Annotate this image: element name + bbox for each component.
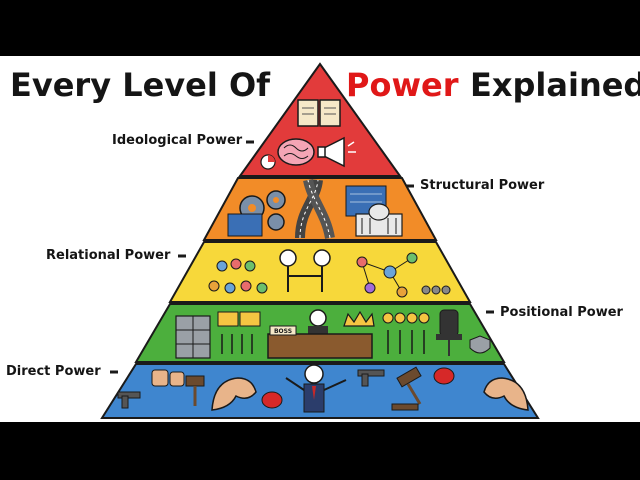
pie-chart-icon [260,154,276,170]
title-part2: Explained [470,66,640,104]
crown-icon [343,310,375,327]
people-group-icon [208,258,268,294]
book-icon [297,99,341,127]
crowd-icon [421,285,451,295]
medals-icon [382,312,430,354]
label-relational-power: Relational Power [46,248,171,263]
handshake-icon [279,249,331,292]
label-positional-power: Positional Power [500,305,623,320]
roads-icon [295,178,335,240]
boss-desk-icon: BOSS [267,309,373,359]
flexed-arm-icon [211,377,529,411]
boxing-glove-icon [261,367,455,409]
title-part1: Every Level Of [10,66,271,104]
thumbs-down-icon [151,369,185,387]
filing-cabinet-icon [175,315,211,359]
megaphone-icon [317,136,356,168]
folder-icon [217,311,261,354]
title-highlight: Power [346,66,459,104]
government-building-icon [355,203,403,237]
svg-text:BOSS: BOSS [274,328,292,335]
network-icon [356,252,418,298]
hammer-icon [185,375,205,406]
office-chair-icon [436,309,462,356]
gavel-icon [391,366,422,411]
shield-icon [469,335,491,354]
brain-icon [277,138,315,166]
label-direct-power: Direct Power [6,364,101,379]
pointing-person-icon [285,364,347,413]
label-structural-power: Structural Power [420,178,545,193]
blueprint-icon [227,185,387,237]
label-ideological-power: Ideological Power [112,133,243,148]
gun-icon [117,369,385,409]
